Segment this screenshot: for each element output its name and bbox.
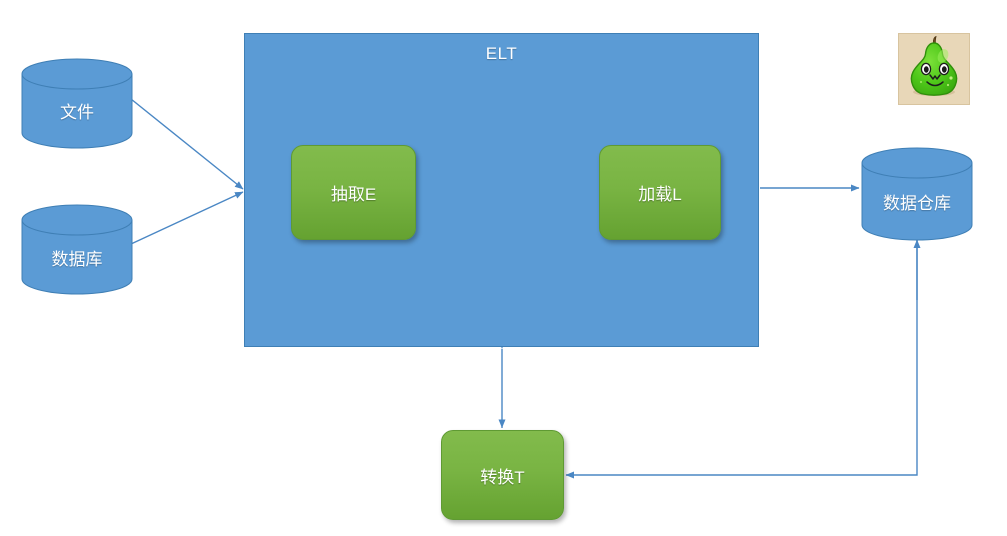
process-label-transform: 转换T: [480, 467, 525, 487]
green-pear-mascot-icon: [898, 33, 970, 105]
process-label-extract: 抽取E: [330, 185, 377, 204]
process-label-load: 加载L: [638, 185, 682, 204]
process-box-load[interactable]: 加载L: [599, 145, 721, 240]
cylinder-data-warehouse-shape: [861, 147, 973, 241]
edge-file-to-elt: [130, 98, 244, 190]
cylinder-database-shape: [21, 204, 133, 295]
edge-database-to-elt: [130, 191, 244, 245]
process-box-transform[interactable]: 转换T: [441, 430, 564, 520]
cylinder-data-warehouse[interactable]: 数据仓库: [861, 147, 973, 242]
process-box-extract[interactable]: 抽取E: [291, 145, 416, 240]
cylinder-file-shape: [21, 58, 133, 149]
cylinder-database[interactable]: 数据库: [21, 204, 133, 295]
elt-container-title: ELT: [485, 44, 518, 63]
pear-mascot-glyph: [910, 35, 958, 96]
cylinder-file[interactable]: 文件: [21, 58, 133, 149]
